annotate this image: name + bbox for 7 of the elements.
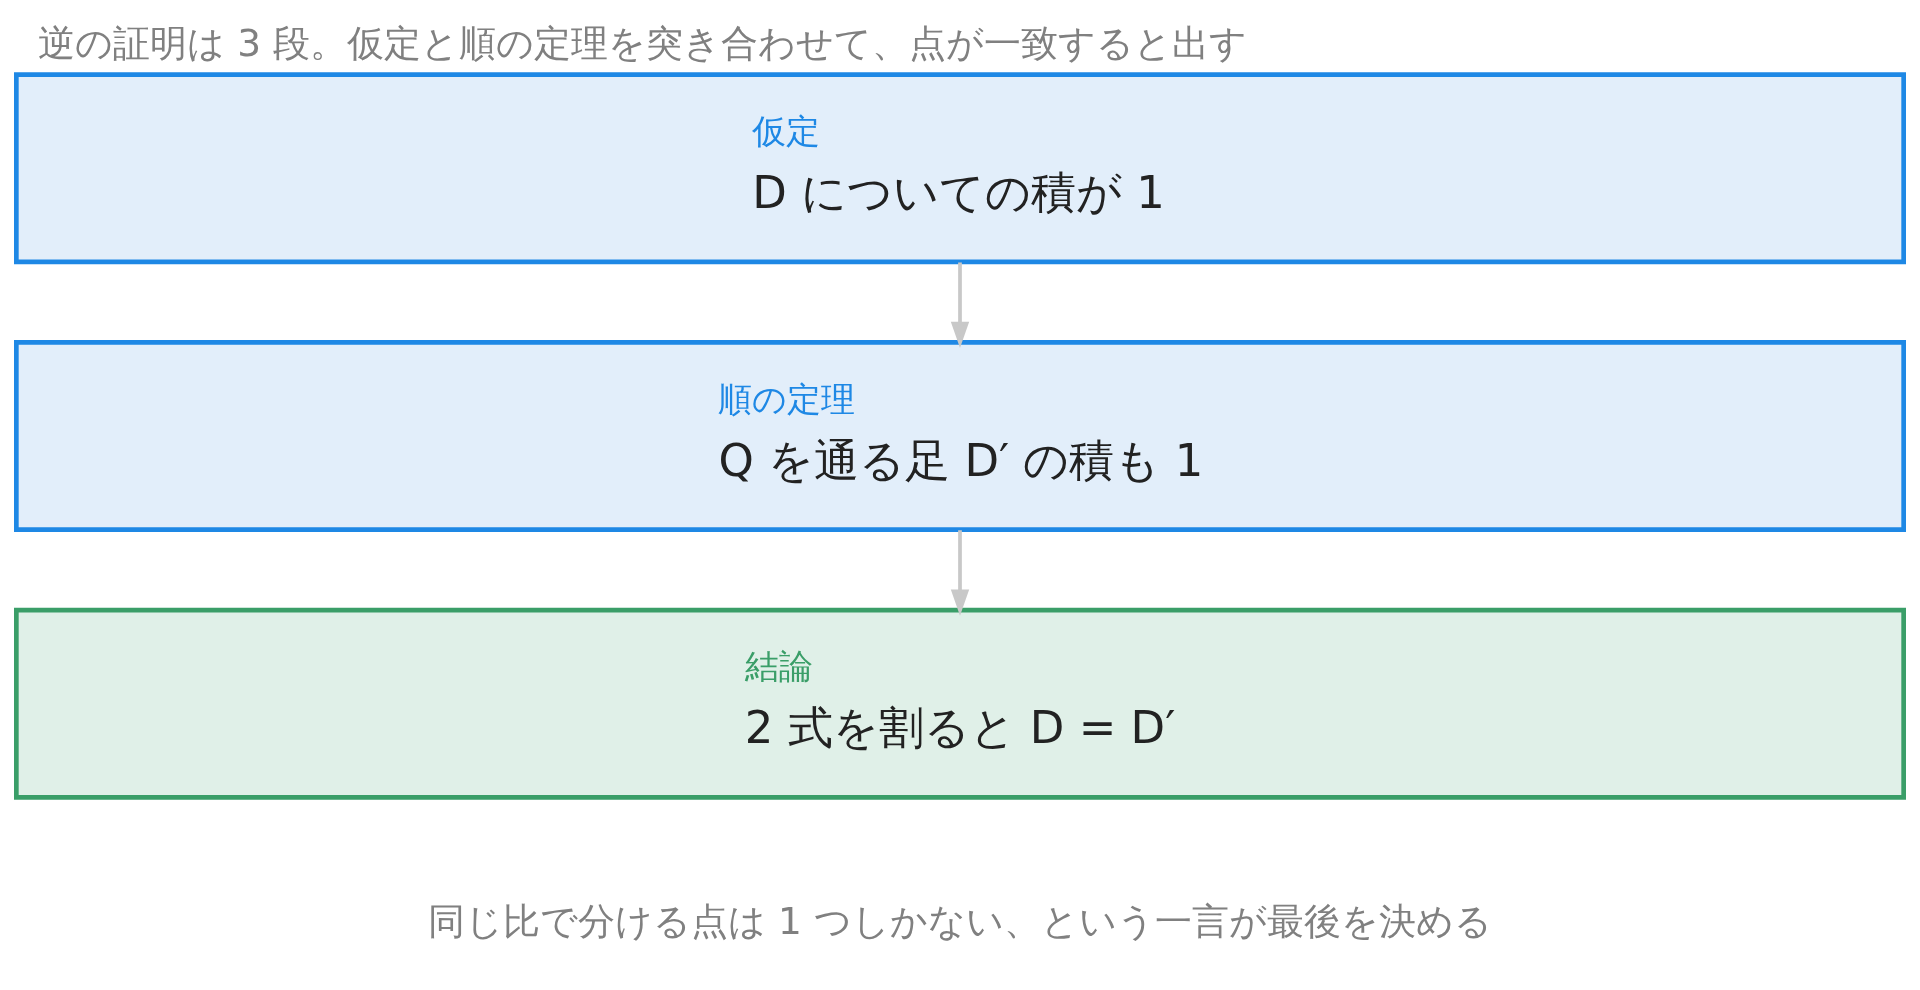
node-box: 結論 2 式を割ると D = D′: [14, 607, 1906, 800]
node-box: 順の定理 Q を通る足 D′ の積も 1: [14, 340, 1906, 532]
arrow: [950, 262, 970, 348]
arrow: [950, 530, 970, 616]
caption: 同じ比で分ける点は 1 つしかない、という一言が最後を決める: [428, 899, 1492, 944]
node-box: 仮定 D についての積が 1: [14, 72, 1906, 265]
diagram-title: 逆の証明は 3 段。仮定と順の定理を突き合わせて、点が一致すると出す: [38, 20, 1247, 65]
